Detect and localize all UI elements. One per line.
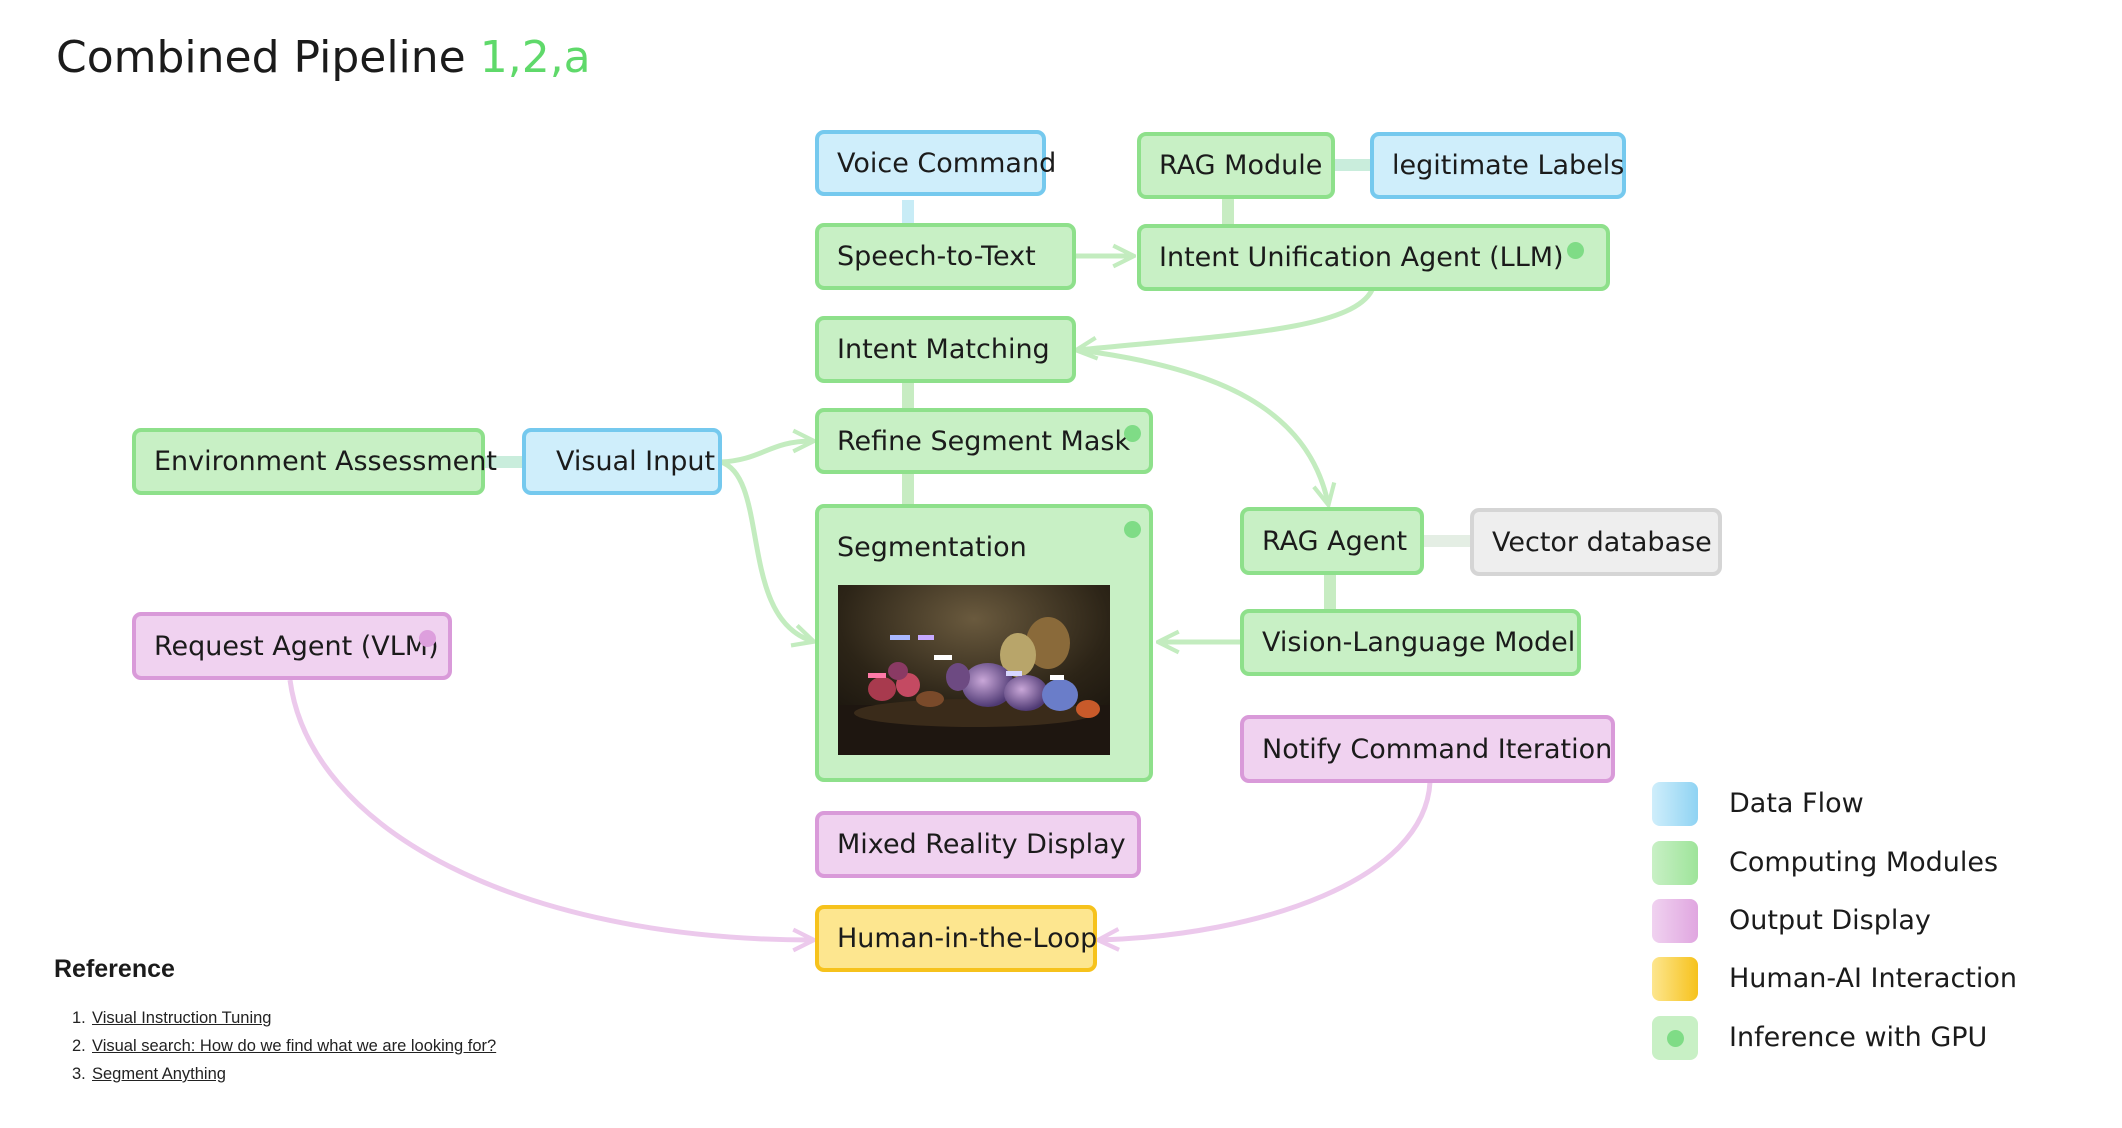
node-mixed-reality-display[interactable]: Mixed Reality Display: [815, 811, 1141, 878]
node-environment-assessment[interactable]: Environment Assessment: [132, 428, 497, 495]
reference-link[interactable]: Segment Anything: [92, 1065, 226, 1083]
gpu-indicator-icon: [419, 630, 436, 647]
node-vision-language-model-label: Vision-Language Model: [1262, 627, 1576, 658]
reference-item: 3. Segment Anything: [72, 1060, 496, 1088]
node-intent-unification-agent[interactable]: Intent Unification Agent (LLM): [1137, 224, 1610, 291]
legend-swatch-green: [1652, 841, 1698, 885]
legend-label: Inference with GPU: [1729, 1022, 1988, 1053]
node-visual-input[interactable]: Visual Input: [522, 428, 722, 495]
legend-label: Human-AI Interaction: [1729, 963, 2018, 994]
node-request-agent-label: Request Agent (VLM): [154, 630, 439, 662]
reference-item: 1. Visual Instruction Tuning: [72, 1004, 496, 1032]
node-vision-language-model[interactable]: Vision-Language Model: [1240, 609, 1581, 676]
gpu-indicator-icon: [1124, 521, 1141, 538]
legend-swatch-yellow: [1652, 957, 1698, 1001]
title-main: Combined Pipeline: [56, 32, 480, 83]
node-request-agent[interactable]: Request Agent (VLM): [132, 612, 452, 680]
legend-swatch-gpu: [1652, 1016, 1698, 1060]
node-environment-assessment-label: Environment Assessment: [154, 446, 497, 477]
arrow-intent-unification-to-intent-matching: [1078, 288, 1375, 350]
reference-link[interactable]: Visual search: How do we find what we ar…: [92, 1037, 497, 1055]
reference-item: 2. Visual search: How do we find what we …: [72, 1032, 496, 1060]
legend-label: Computing Modules: [1729, 847, 1999, 878]
legend-item-human-ai-interaction: Human-AI Interaction: [1652, 957, 2072, 1003]
legend-item-inference-with-gpu: Inference with GPU: [1652, 1016, 2072, 1062]
node-intent-matching[interactable]: Intent Matching: [815, 316, 1076, 383]
node-visual-input-label: Visual Input: [556, 446, 716, 477]
reference-number: 3.: [72, 1065, 86, 1083]
node-notify-command-iteration[interactable]: Notify Command Iteration: [1240, 715, 1615, 783]
node-mixed-reality-display-label: Mixed Reality Display: [837, 829, 1126, 860]
legend-item-data-flow: Data Flow: [1652, 782, 2072, 828]
reference-number: 1.: [72, 1009, 86, 1027]
arrow-visual-input-to-segmentation: [719, 459, 812, 641]
node-intent-unification-agent-label: Intent Unification Agent (LLM): [1159, 242, 1564, 273]
node-refine-segment-mask[interactable]: Refine Segment Mask: [815, 408, 1153, 474]
legend-item-output-display: Output Display: [1652, 899, 2072, 945]
reference-heading: Reference: [54, 955, 175, 983]
legend-swatch-blue: [1652, 782, 1698, 826]
node-vector-database[interactable]: Vector database: [1470, 508, 1722, 576]
node-human-in-the-loop-label: Human-in-the-Loop: [837, 923, 1098, 954]
node-rag-module-label: RAG Module: [1159, 150, 1323, 181]
arrow-request-agent-to-hil: [287, 679, 812, 940]
title-superscript: 1,2,a: [479, 32, 591, 83]
node-notify-command-iteration-label: Notify Command Iteration: [1262, 733, 1613, 765]
page-title: Combined Pipeline 1,2,a: [56, 28, 591, 88]
reference-list: 1. Visual Instruction Tuning 2. Visual sea…: [72, 1004, 496, 1088]
node-segmentation-label: Segmentation: [837, 532, 1027, 563]
node-vector-database-label: Vector database: [1492, 526, 1712, 558]
node-speech-to-text-label: Speech-to-Text: [837, 241, 1036, 272]
gpu-indicator-icon: [1667, 1030, 1684, 1047]
legend-item-computing-modules: Computing Modules: [1652, 841, 2072, 887]
reference-link[interactable]: Visual Instruction Tuning: [92, 1009, 272, 1027]
arrow-visual-input-to-refine: [720, 441, 812, 465]
reference-number: 2.: [72, 1037, 86, 1055]
node-rag-module[interactable]: RAG Module: [1137, 132, 1335, 199]
node-voice-command-label: Voice Command: [837, 147, 1057, 179]
node-rag-agent[interactable]: RAG Agent: [1240, 507, 1424, 575]
legend-label: Data Flow: [1729, 788, 1864, 819]
legend-swatch-purple: [1652, 899, 1698, 943]
node-speech-to-text[interactable]: Speech-to-Text: [815, 223, 1076, 290]
arrow-intent-matching-to-rag-agent: [1077, 347, 1328, 503]
node-legitimate-labels-label: legitimate Labels: [1392, 150, 1625, 181]
node-rag-agent-label: RAG Agent: [1262, 525, 1408, 557]
node-legitimate-labels[interactable]: legitimate Labels: [1370, 132, 1626, 199]
gpu-indicator-icon: [1567, 242, 1584, 259]
node-refine-segment-mask-label: Refine Segment Mask: [837, 425, 1131, 457]
arrow-notify-to-hil: [1100, 781, 1433, 940]
node-intent-matching-label: Intent Matching: [837, 334, 1050, 365]
node-human-in-the-loop[interactable]: Human-in-the-Loop: [815, 905, 1097, 972]
legend-label: Output Display: [1729, 905, 1931, 936]
node-voice-command[interactable]: Voice Command: [815, 130, 1056, 196]
segmentation-result-image: [838, 585, 1110, 755]
gpu-indicator-icon: [1124, 425, 1141, 442]
